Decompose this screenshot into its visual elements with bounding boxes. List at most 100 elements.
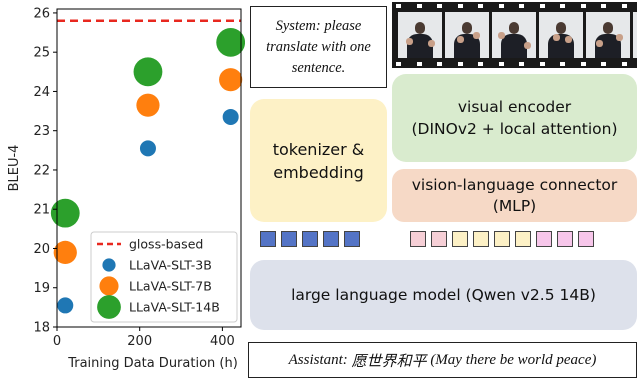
film-sprocket-hole bbox=[601, 62, 606, 66]
signer-hand bbox=[457, 36, 464, 43]
tokenizer-label: tokenizer & embedding bbox=[272, 139, 365, 182]
data-point bbox=[139, 140, 156, 157]
tokenizer-embedding-block: tokenizer & embedding bbox=[250, 99, 387, 222]
visual-token-row bbox=[410, 231, 594, 249]
film-sprocket-hole bbox=[396, 4, 401, 8]
signer-hand bbox=[498, 32, 505, 39]
video-frame-signer bbox=[492, 12, 536, 58]
system-prompt-box: System: please translate with one senten… bbox=[250, 6, 387, 88]
film-sprocket-hole bbox=[498, 62, 504, 66]
film-sprocket-hole bbox=[539, 62, 545, 66]
film-sprocket-hole bbox=[539, 4, 545, 8]
x-tick-label: 200 bbox=[127, 334, 152, 349]
film-sprocket-hole bbox=[601, 4, 606, 8]
data-point bbox=[136, 93, 160, 117]
text-token bbox=[323, 231, 339, 247]
signer-head bbox=[509, 22, 519, 34]
legend-marker bbox=[102, 258, 116, 272]
signer-head bbox=[603, 22, 613, 34]
y-tick-label: 23 bbox=[33, 124, 50, 139]
video-frame-signer bbox=[586, 12, 630, 58]
visual-token bbox=[473, 231, 489, 247]
data-point bbox=[222, 108, 239, 125]
data-point bbox=[50, 198, 80, 228]
vision-language-connector-block: vision-language connector (MLP) bbox=[392, 169, 637, 222]
visual-token bbox=[515, 231, 531, 247]
y-tick-label: 19 bbox=[33, 281, 50, 296]
visual-encoder-title: visual encoder bbox=[457, 98, 572, 116]
legend-marker bbox=[99, 276, 119, 296]
assistant-response-box: Assistant: 愿世界和平 (May there be world pea… bbox=[248, 342, 637, 378]
film-sprocket-hole bbox=[580, 62, 586, 66]
video-frame-signer bbox=[539, 12, 583, 58]
film-sprocket-hole bbox=[478, 62, 483, 66]
signer-torso bbox=[501, 34, 527, 58]
video-frame-signer bbox=[445, 12, 489, 58]
film-sprocket-hole bbox=[621, 62, 627, 66]
x-tick-label: 0 bbox=[53, 334, 61, 349]
signer-hand bbox=[565, 36, 572, 43]
system-prompt-text: System: please translate with one senten… bbox=[266, 17, 371, 76]
visual-encoder-block: visual encoder (DINOv2 + local attention… bbox=[392, 74, 637, 162]
film-sprocket-hole bbox=[498, 4, 504, 8]
visual-token bbox=[452, 231, 468, 247]
legend-label: LLaVA-SLT-3B bbox=[129, 258, 212, 273]
signer-hand bbox=[406, 38, 413, 45]
film-sprocket-hole bbox=[519, 62, 524, 66]
signer-hand bbox=[473, 32, 480, 39]
film-sprocket-hole bbox=[416, 62, 422, 66]
x-axis-label: Training Data Duration (h) bbox=[67, 356, 238, 371]
data-point bbox=[57, 297, 74, 314]
assistant-translation: (May there be world peace) bbox=[430, 351, 597, 368]
data-point bbox=[219, 68, 243, 92]
y-tick-label: 22 bbox=[33, 163, 50, 178]
plot-frame bbox=[56, 8, 242, 328]
assistant-chinese-text: 愿世界和平 bbox=[351, 351, 427, 370]
y-tick-label: 25 bbox=[33, 46, 50, 61]
film-sprocket-hole bbox=[416, 4, 422, 8]
text-token bbox=[344, 231, 360, 247]
text-token-row bbox=[260, 231, 360, 249]
signer-head bbox=[415, 22, 425, 34]
signer-head bbox=[556, 22, 566, 34]
video-frames-filmstrip bbox=[392, 2, 637, 68]
film-sprocket-hole bbox=[621, 4, 627, 8]
signer-hand bbox=[524, 42, 531, 49]
legend-marker bbox=[97, 295, 121, 319]
signer-hand bbox=[553, 34, 560, 41]
legend-box bbox=[90, 231, 238, 323]
connector-title: vision-language connector bbox=[411, 175, 618, 194]
data-point bbox=[53, 240, 77, 265]
y-axis-label: BLEU-4 bbox=[7, 145, 22, 192]
connector-subtitle: (MLP) bbox=[492, 196, 537, 215]
film-sprocket-hole bbox=[560, 62, 565, 66]
data-point bbox=[133, 57, 163, 87]
assistant-label: Assistant: bbox=[288, 351, 348, 368]
data-point bbox=[216, 27, 245, 57]
film-sprocket-hole bbox=[580, 4, 586, 8]
legend-label: gloss-based bbox=[129, 237, 203, 252]
signer-hand bbox=[616, 34, 623, 41]
video-frame-signer bbox=[398, 12, 442, 58]
visual-encoder-subtitle: (DINOv2 + local attention) bbox=[411, 120, 618, 138]
film-sprocket-hole bbox=[457, 62, 463, 66]
y-tick-label: 26 bbox=[33, 6, 50, 21]
legend-label: LLaVA-SLT-14B bbox=[129, 300, 220, 315]
film-sprocket-hole bbox=[437, 4, 442, 8]
visual-token bbox=[578, 231, 594, 247]
visual-token bbox=[536, 231, 552, 247]
film-sprocket-hole bbox=[519, 4, 524, 8]
text-token bbox=[281, 231, 297, 247]
visual-token bbox=[410, 231, 426, 247]
text-token bbox=[260, 231, 276, 247]
film-sprocket-hole bbox=[560, 4, 565, 8]
visual-token bbox=[431, 231, 447, 247]
visual-token bbox=[494, 231, 510, 247]
large-language-model-block: large language model (Qwen v2.5 14B) bbox=[250, 260, 637, 330]
llm-label: large language model (Qwen v2.5 14B) bbox=[291, 286, 596, 304]
x-tick-label: 400 bbox=[210, 334, 235, 349]
film-sprocket-hole bbox=[478, 4, 483, 8]
y-tick-label: 21 bbox=[33, 203, 50, 218]
film-sprocket-hole bbox=[457, 4, 463, 8]
